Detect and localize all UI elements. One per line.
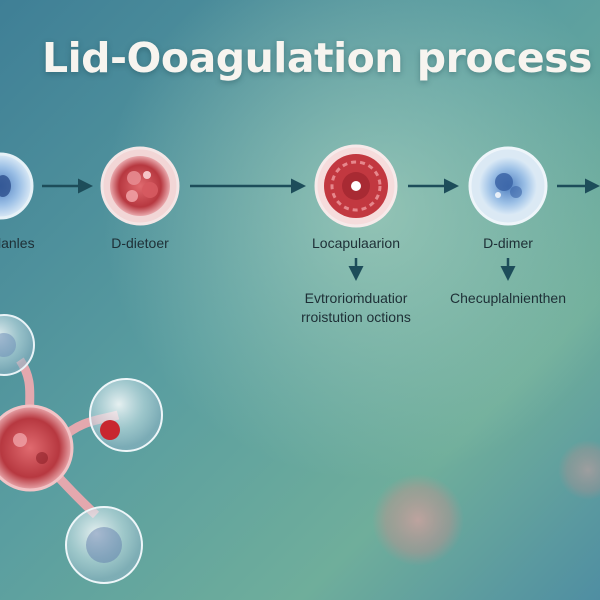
cell-icon-step-4 xyxy=(468,146,548,226)
blurred-cell-decor xyxy=(372,474,464,566)
cell-icon-step-3 xyxy=(314,144,398,228)
cell-icon-step-2 xyxy=(100,146,180,226)
molecule-illustration xyxy=(0,314,163,584)
diagram-title: Lid-Ooagulation process xyxy=(42,34,592,82)
cell-icon-step-1 xyxy=(0,152,34,220)
step-4-detail-line-1: Checuplalnienthen xyxy=(450,290,566,306)
step-1-label: lanles xyxy=(0,235,35,251)
step-3-detail-line-1: Evtrorioṁduatior xyxy=(304,290,408,306)
step-4-label: D-dimer xyxy=(483,235,533,251)
step-3-label: Locapulaarion xyxy=(312,235,400,251)
step-3-detail-line-2: rroistution octions xyxy=(301,309,411,325)
blurred-cell-decor-2 xyxy=(558,440,600,500)
step-2-label: D-dietoer xyxy=(111,235,169,251)
